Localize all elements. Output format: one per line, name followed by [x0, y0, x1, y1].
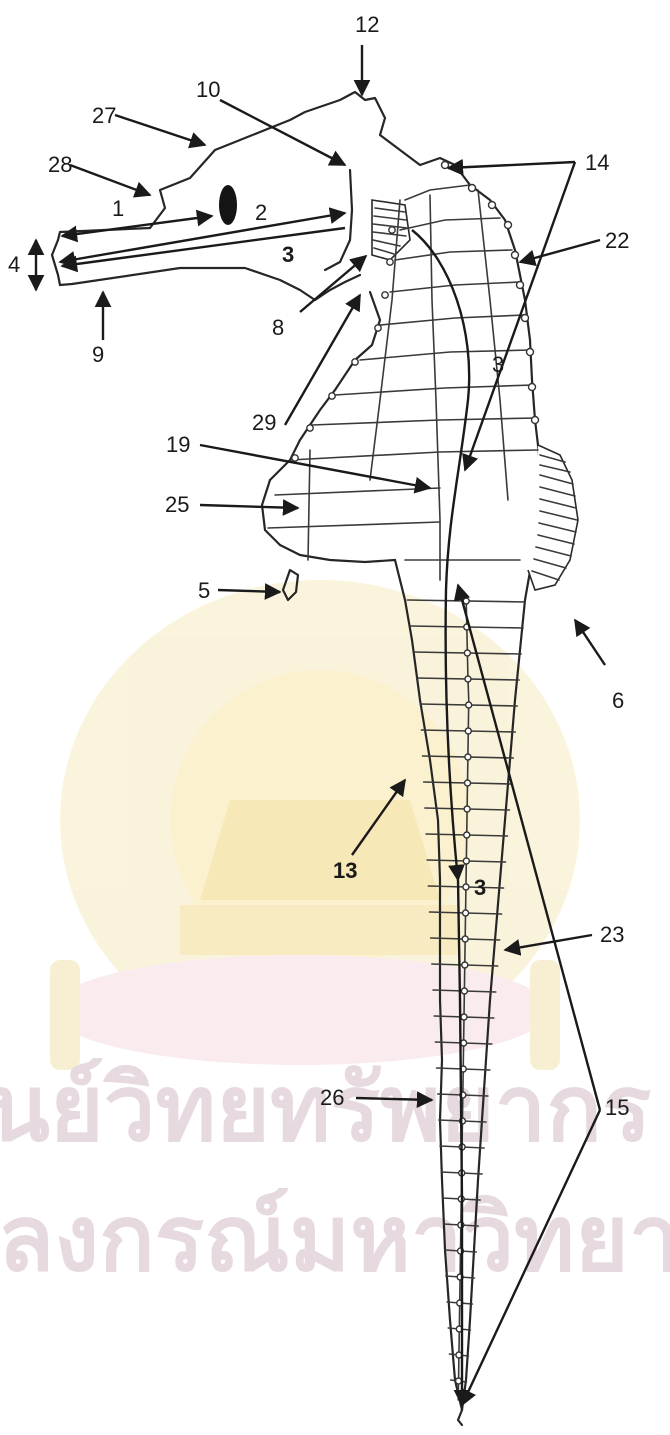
tail-knob	[461, 988, 467, 994]
label-27: 27	[92, 103, 116, 128]
tail-knob	[463, 858, 469, 864]
tail-knob	[464, 832, 470, 838]
tail-knob	[462, 962, 468, 968]
label-4: 4	[8, 252, 20, 277]
ventral-knob	[352, 359, 358, 365]
label-13: 13	[333, 858, 357, 883]
tail-knob	[463, 910, 469, 916]
dorsal-knob	[532, 417, 539, 424]
tail-knob	[461, 1014, 467, 1020]
dorsal-fin	[528, 445, 578, 590]
dorsal-knob	[469, 185, 476, 192]
dorsal-knob	[442, 162, 449, 169]
tail-knob	[464, 806, 470, 812]
tail-knob	[465, 754, 471, 760]
ventral-knob	[387, 259, 393, 265]
tail-knob	[456, 1378, 462, 1384]
label-3-tail: 3	[474, 875, 486, 900]
tail-knob	[464, 650, 470, 656]
dorsal-knob	[517, 282, 524, 289]
label-26: 26	[320, 1085, 344, 1110]
tail-knob	[462, 936, 468, 942]
ventral-knob	[375, 325, 381, 331]
dorsal-knob	[527, 349, 534, 356]
label-22: 22	[605, 228, 629, 253]
dorsal-knob	[505, 222, 512, 229]
label-28: 28	[48, 152, 72, 177]
eye-icon	[219, 185, 237, 225]
label-29: 29	[252, 410, 276, 435]
watermark-text-1: ศูนย์วิทยทรัพยากร	[0, 1055, 651, 1166]
dorsal-knob	[512, 252, 519, 259]
tail-knob	[466, 702, 472, 708]
ventral-knob	[292, 455, 298, 461]
tail-knob	[463, 884, 469, 890]
tail-knob	[465, 676, 471, 682]
ventral-knob	[389, 227, 395, 233]
ventral-knob	[307, 425, 313, 431]
label-15: 15	[605, 1095, 629, 1120]
label-6: 6	[612, 688, 624, 713]
dorsal-knob	[522, 315, 529, 322]
label-5: 5	[198, 578, 210, 603]
watermark-text-2: จุฬาลงกรณ์มหาวิทยาลัย	[0, 1185, 670, 1296]
label-12: 12	[355, 12, 379, 37]
dorsal-knob	[489, 202, 496, 209]
ventral-knob	[329, 393, 335, 399]
label-25: 25	[165, 492, 189, 517]
label-1: 1	[112, 196, 124, 221]
dorsal-knob	[529, 384, 536, 391]
label-9: 9	[92, 342, 104, 367]
label-19: 19	[166, 432, 190, 457]
label-3-trunk: 3	[492, 352, 504, 377]
label-10: 10	[196, 77, 220, 102]
ventral-knob	[382, 292, 388, 298]
label-3-head: 3	[282, 242, 294, 267]
label-8: 8	[272, 315, 284, 340]
tail-knob	[465, 728, 471, 734]
label-14: 14	[585, 150, 609, 175]
label-2: 2	[255, 200, 267, 225]
tail-knob	[465, 780, 471, 786]
label-23: 23	[600, 922, 624, 947]
